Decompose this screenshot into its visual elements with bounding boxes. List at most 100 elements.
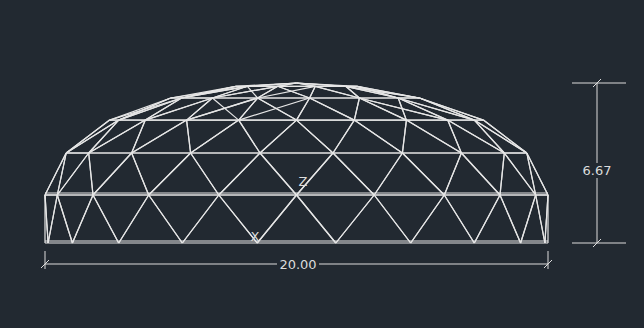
strut xyxy=(132,120,146,153)
strut xyxy=(374,195,411,243)
strut xyxy=(45,153,66,195)
strut xyxy=(119,98,182,120)
strut xyxy=(297,83,346,86)
strut xyxy=(359,97,398,98)
strut xyxy=(297,98,310,120)
strut xyxy=(402,152,461,153)
strut xyxy=(402,153,444,195)
strut xyxy=(448,119,475,120)
strut xyxy=(239,119,297,120)
strut xyxy=(504,153,535,195)
strut xyxy=(191,120,239,153)
strut xyxy=(448,119,475,120)
strut xyxy=(374,194,444,195)
strut xyxy=(239,120,260,153)
strut xyxy=(354,98,359,120)
strut xyxy=(297,195,336,243)
strut xyxy=(333,153,374,195)
strut xyxy=(500,195,521,243)
strut xyxy=(474,119,483,120)
strut xyxy=(187,98,258,120)
strut xyxy=(182,86,248,98)
strut xyxy=(333,153,374,195)
strut xyxy=(257,195,296,243)
strut xyxy=(402,120,406,153)
strut xyxy=(45,242,548,243)
strut xyxy=(182,86,236,98)
strut xyxy=(310,97,360,98)
strut xyxy=(310,98,355,120)
dimension-tick xyxy=(593,239,601,247)
height-dimension: 6.67 xyxy=(581,163,614,178)
strut xyxy=(110,98,182,120)
strut xyxy=(297,194,375,195)
extension-line xyxy=(45,251,46,269)
strut xyxy=(45,194,57,195)
strut xyxy=(257,195,296,243)
strut xyxy=(132,120,146,153)
strut xyxy=(260,152,333,153)
strut xyxy=(45,195,48,243)
strut xyxy=(93,195,119,243)
strut xyxy=(474,120,527,153)
strut xyxy=(239,119,297,120)
strut xyxy=(119,98,182,120)
strut xyxy=(187,98,213,120)
strut xyxy=(66,152,89,153)
axis-label: Z xyxy=(299,174,308,189)
strut xyxy=(145,119,186,120)
strut xyxy=(93,194,149,195)
strut xyxy=(119,119,146,120)
strut xyxy=(44,195,45,243)
strut xyxy=(93,194,149,195)
strut xyxy=(212,97,257,98)
strut xyxy=(187,119,239,120)
extension-line xyxy=(548,251,549,269)
strut xyxy=(500,194,536,195)
strut xyxy=(260,153,297,195)
strut xyxy=(333,152,402,153)
strut xyxy=(406,119,447,120)
strut xyxy=(57,195,72,243)
strut xyxy=(420,98,475,120)
strut xyxy=(119,195,149,243)
strut xyxy=(444,194,500,195)
strut xyxy=(483,120,526,153)
strut xyxy=(89,120,119,153)
strut xyxy=(297,120,334,153)
strut xyxy=(420,98,484,120)
strut xyxy=(411,195,445,243)
strut xyxy=(48,195,57,243)
strut xyxy=(219,194,297,195)
strut xyxy=(260,120,297,153)
strut xyxy=(346,86,420,98)
strut xyxy=(354,119,406,120)
strut xyxy=(149,153,191,195)
dimension-tick xyxy=(593,79,601,87)
strut xyxy=(191,153,219,195)
strut xyxy=(219,153,260,195)
strut xyxy=(45,195,48,243)
strut xyxy=(119,119,146,120)
strut xyxy=(212,98,238,120)
strut xyxy=(461,152,504,153)
strut xyxy=(219,153,260,195)
strut xyxy=(527,153,548,195)
strut xyxy=(132,153,149,195)
dimension-lines xyxy=(41,79,626,269)
strut xyxy=(333,120,354,153)
strut xyxy=(547,195,548,243)
strut xyxy=(504,152,527,153)
strut xyxy=(187,119,239,120)
strut xyxy=(191,120,239,153)
strut xyxy=(536,195,545,243)
strut xyxy=(182,195,219,243)
strut xyxy=(89,152,132,153)
strut xyxy=(93,153,132,195)
strut xyxy=(145,98,212,120)
strut xyxy=(359,98,406,120)
strut xyxy=(500,153,504,195)
strut xyxy=(545,195,548,243)
strut xyxy=(57,153,88,195)
